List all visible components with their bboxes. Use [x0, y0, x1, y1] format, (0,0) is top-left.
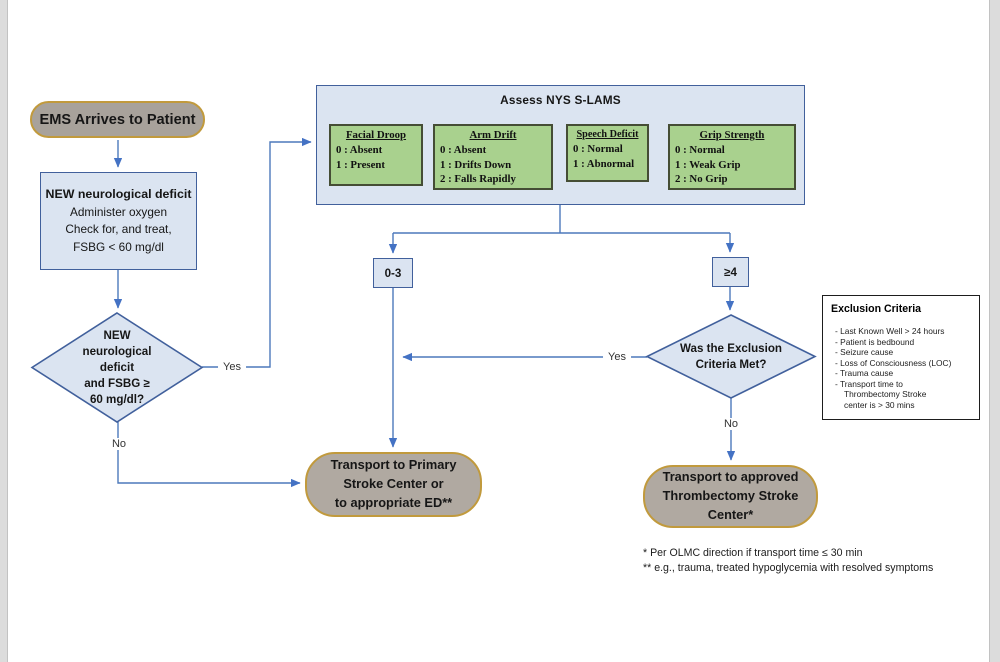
connector-decision1-no-to-primary	[117, 422, 301, 488]
transport-primary-node: Transport to Primary Stroke Center or to…	[305, 452, 482, 517]
footnote-olmc: * Per OLMC direction if transport time ≤…	[643, 547, 863, 559]
assessment-line: Administer oxygen	[69, 204, 168, 219]
slams-box-item: 0 : Absent	[440, 144, 487, 157]
score-low-box: 0-3	[373, 258, 413, 288]
transport-primary-line: to appropriate ED**	[334, 494, 453, 510]
slams-arm-drift-box: Arm Drift 0 : Absent 1 : Drifts Down 2 :…	[433, 124, 553, 190]
exclusion-title: Exclusion Criteria	[831, 303, 922, 315]
slams-grip-strength-box: Grip Strength 0 : Normal 1 : Weak Grip 2…	[668, 124, 796, 190]
decision2-line: Was the Exclusion	[679, 342, 782, 355]
exclusion-item: Patient is bedbound	[835, 337, 973, 348]
exclusion-criteria-box: Exclusion Criteria Last Known Well > 24 …	[822, 295, 980, 420]
ems-start-node: EMS Arrives to Patient	[30, 101, 205, 138]
slams-box-item: 1 : Present	[336, 158, 385, 171]
slams-box-item: 0 : Absent	[336, 144, 383, 157]
decision2-diamond-shape	[645, 314, 817, 399]
exclusion-item: Seizure cause	[835, 347, 973, 358]
decision2-text: Was the Exclusion Criteria Met?	[661, 341, 801, 373]
transport-thrombectomy-node: Transport to approved Thrombectomy Strok…	[643, 465, 818, 528]
slams-container: Assess NYS S-LAMS Facial Droop 0 : Absen…	[316, 85, 805, 205]
footnotes: * Per OLMC direction if transport time ≤…	[643, 546, 973, 576]
decision2-line: Criteria Met?	[695, 357, 767, 371]
slams-speech-deficit-box: Speech Deficit 0 : Normal 1 : Abnormal	[566, 124, 649, 182]
exclusion-item: Transport time to Thrombectomy Stroke ce…	[835, 379, 973, 411]
decision2-yes-label: Yes	[603, 351, 631, 363]
assessment-line: NEW neurological deficit	[45, 187, 192, 202]
transport-primary-line: Stroke Center or	[343, 476, 444, 492]
decision1-yes-label: Yes	[218, 361, 246, 373]
slams-box-item: 2 : No Grip	[675, 172, 728, 185]
assessment-box: NEW neurological deficit Administer oxyg…	[40, 172, 197, 270]
page-edge-left	[0, 0, 8, 662]
slams-facial-droop-box: Facial Droop 0 : Absent 1 : Present	[329, 124, 423, 186]
slams-title: Assess NYS S-LAMS	[500, 93, 621, 107]
transport-thrombectomy-line: Thrombectomy Stroke	[662, 488, 799, 504]
decision1-line: neurological	[82, 344, 152, 358]
slams-box-item: 1 : Drifts Down	[440, 158, 512, 171]
exclusion-item: Loss of Consciousness (LOC)	[835, 358, 973, 369]
slams-box-item: 2 : Falls Rapidly	[440, 172, 516, 185]
transport-primary-line: Transport to Primary	[330, 457, 457, 473]
decision1-text: NEW neurological deficit and FSBG ≥ 60 m…	[47, 328, 187, 408]
footnote-examples: ** e.g., trauma, treated hypoglycemia wi…	[643, 561, 934, 574]
ems-start-label: EMS Arrives to Patient	[39, 111, 196, 128]
score-low-label: 0-3	[384, 266, 402, 280]
score-high-label: ≥4	[724, 265, 737, 279]
slams-box-item: 1 : Weak Grip	[675, 158, 741, 171]
decision1-no-label: No	[106, 438, 132, 450]
decision1-line: deficit	[99, 360, 135, 374]
transport-thrombectomy-line: Center*	[707, 506, 754, 522]
assessment-line: FSBG < 60 mg/dl	[73, 240, 164, 255]
decision2-no-label: No	[718, 418, 744, 430]
slams-box-title: Grip Strength	[699, 129, 765, 141]
page-edge-right	[989, 0, 1000, 662]
slams-box-title: Speech Deficit	[576, 129, 639, 140]
exclusion-item: Last Known Well > 24 hours	[835, 326, 973, 337]
slams-box-item: 1 : Abnormal	[573, 157, 635, 170]
decision1-line: NEW	[103, 329, 131, 342]
transport-thrombectomy-line: Transport to approved	[662, 469, 799, 485]
exclusion-item: Trauma cause	[835, 368, 973, 379]
slams-box-title: Facial Droop	[345, 129, 407, 141]
decision1-line: 60 mg/dl?	[89, 392, 145, 406]
slams-box-title: Arm Drift	[469, 129, 517, 141]
connector-decision1-yes-to-slams	[202, 137, 312, 368]
score-high-box: ≥4	[712, 257, 749, 287]
decision1-diamond-shape	[30, 312, 204, 423]
slams-box-item: 0 : Normal	[573, 143, 623, 156]
exclusion-list: Last Known Well > 24 hours Patient is be…	[831, 326, 973, 410]
slams-box-item: 0 : Normal	[675, 144, 725, 157]
assessment-line: Check for, and treat,	[65, 222, 172, 237]
decision1-line: and FSBG ≥	[84, 376, 150, 390]
